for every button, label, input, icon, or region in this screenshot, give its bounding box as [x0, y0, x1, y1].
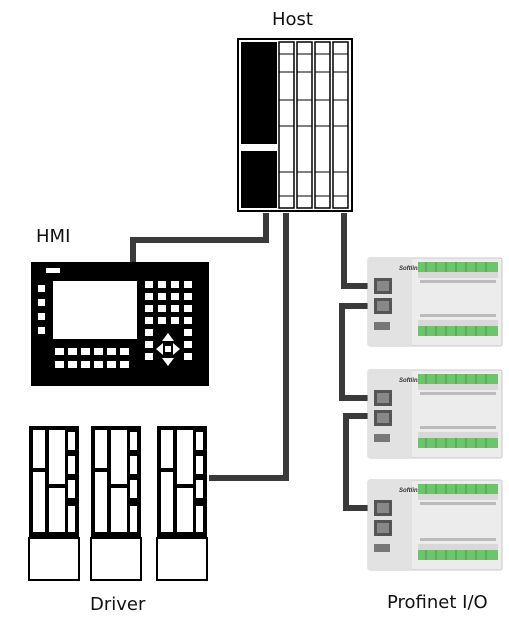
dpad-left-icon: [156, 343, 163, 355]
dpad-down-icon: [162, 358, 174, 366]
io-brand-1: Softlink: [399, 266, 422, 272]
dpad-right-icon: [173, 343, 180, 355]
io-module-3: Softlink: [367, 479, 503, 571]
cable-host-io1: [341, 213, 370, 289]
dpad-up-icon: [162, 333, 174, 341]
host-controller: [237, 38, 353, 212]
driver-label: Driver: [90, 594, 146, 615]
driver-unit-2: [90, 426, 142, 581]
drivers: [28, 426, 208, 581]
cable-io1-io2: [339, 303, 372, 401]
cable-io2-io3: [343, 413, 372, 511]
cable-host-driver: [209, 213, 289, 481]
profinet-io-modules: Softlink Softlink: [367, 257, 503, 571]
io-module-2: Softlink: [367, 369, 503, 459]
hmi-screen: [53, 281, 137, 339]
driver-unit-1: [28, 426, 80, 581]
cable-host-hmi: [130, 213, 269, 262]
io-brand-3: Softlink: [399, 488, 422, 494]
hmi-keypad: [145, 281, 192, 360]
hmi-label: HMI: [36, 226, 71, 247]
io-module-1: Softlink: [367, 257, 503, 347]
io-brand-2: Softlink: [399, 378, 422, 384]
driver-unit-3: [156, 426, 208, 581]
host-slot-contacts: [279, 53, 348, 197]
profinet-io-label: Profinet I/O: [387, 592, 488, 613]
host-io-slots: [278, 41, 349, 209]
hmi-dpad: [156, 333, 180, 366]
hmi-side-keys: [38, 285, 45, 334]
hmi-bottom-keys: [55, 348, 129, 368]
hmi-panel: [31, 262, 209, 386]
cables: [130, 213, 372, 511]
host-label: Host: [272, 9, 313, 30]
